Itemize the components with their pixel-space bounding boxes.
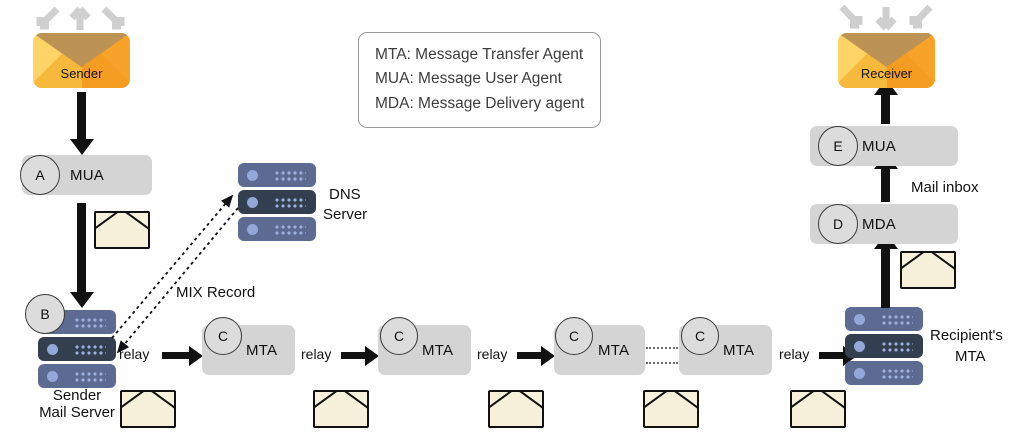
sender-mail-server-label-line1: Sender xyxy=(52,387,102,404)
badge-a: A xyxy=(20,155,60,195)
badge-c-1: C xyxy=(204,317,242,355)
sender-label: Sender xyxy=(60,66,103,81)
badge-letter: C xyxy=(568,328,580,344)
legend-line-mua: MUA: Message User Agent xyxy=(375,70,562,88)
recipient-mta-label-line2: MTA xyxy=(955,348,986,365)
receiver-label: Receiver xyxy=(860,66,913,81)
node-label: MTA xyxy=(422,341,454,359)
node-label: MUA xyxy=(862,137,896,155)
badge-letter: B xyxy=(40,306,50,322)
mda-to-mua-arrow xyxy=(881,168,890,202)
envelope-b-icon xyxy=(120,390,176,428)
dns-server-label-line2: Server xyxy=(323,206,368,223)
mua-to-receiver-arrow xyxy=(881,94,890,124)
mua-to-mailserver-arrow xyxy=(77,203,86,293)
relay-label-3: relay xyxy=(477,346,508,362)
envelope-g-icon xyxy=(900,251,956,289)
badge-letter: C xyxy=(694,328,706,344)
badge-d: D xyxy=(818,204,858,244)
dns-server-label-line1: DNS xyxy=(329,186,361,203)
relay-arrow-3 xyxy=(517,352,542,359)
recipient-mta-label-line1: Recipient's xyxy=(930,327,1003,344)
relay-arrow-1 xyxy=(162,352,190,359)
badge-e: E xyxy=(818,126,858,166)
badge-letter: C xyxy=(393,328,405,344)
envelope-e-icon xyxy=(643,390,699,428)
relay-label-2: relay xyxy=(301,346,332,362)
badge-letter: A xyxy=(35,167,45,183)
badge-c-2: C xyxy=(380,317,418,355)
badge-b: B xyxy=(25,294,65,334)
mta-gap-dotted-line-bottom xyxy=(646,362,678,364)
envelope-d-icon xyxy=(488,390,544,428)
dns-server-rack-icon xyxy=(238,163,316,244)
badge-letter: E xyxy=(833,138,843,154)
legend-line-mda: MDA: Message Delivery agent xyxy=(375,94,585,112)
legend-line-mta: MTA: Message Transfer Agent xyxy=(375,46,584,63)
sender-mail-server-label-line2: Mail Server xyxy=(39,404,115,421)
node-label: MUA xyxy=(70,166,104,184)
envelope-f-icon xyxy=(790,390,846,428)
relay-arrow-2 xyxy=(341,352,366,359)
receiver-mail-icon: Receiver xyxy=(838,33,935,88)
badge-letter: D xyxy=(832,216,844,232)
badge-c-4: C xyxy=(681,317,719,355)
node-label: MTA xyxy=(598,341,630,359)
sender-to-mua-arrow xyxy=(77,92,86,140)
relay-label-1: relay xyxy=(119,346,150,362)
node-label: MTA xyxy=(246,341,278,359)
badge-letter: C xyxy=(217,328,229,344)
envelope-c-icon xyxy=(313,390,369,428)
relay-label-4: relay xyxy=(779,346,810,362)
mix-record-label: MIX Record xyxy=(176,284,256,301)
legend-box: MTA: Message Transfer Agent MUA: Message… xyxy=(358,32,602,129)
recipientmta-to-mda-arrow xyxy=(881,248,890,308)
node-label: MTA xyxy=(723,341,755,359)
envelope-a-icon xyxy=(94,211,150,249)
badge-c-3: C xyxy=(555,317,593,355)
node-label: MDA xyxy=(862,215,896,233)
mail-inbox-label: Mail inbox xyxy=(911,179,979,196)
sender-mail-icon: Sender xyxy=(33,33,130,88)
recipient-mta-rack-icon xyxy=(845,307,923,388)
mta-gap-dotted-line-top xyxy=(646,347,678,349)
relay-arrow-4 xyxy=(819,352,844,359)
